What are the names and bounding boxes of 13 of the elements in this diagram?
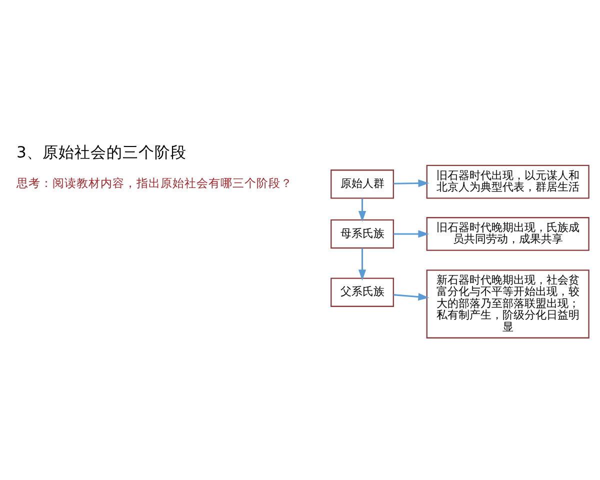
node-box: 新石器时代晚期出现，社会贫富分化与不平等开始出现，较大的部落乃至部落联盟出现；私有制产生，阶级分化日益明显 xyxy=(426,270,590,338)
arrow xyxy=(394,293,430,301)
arrow xyxy=(394,179,430,188)
label: 思考：阅读教材内容，指出原始社会有哪三个阶段？ xyxy=(16,176,292,190)
arrow xyxy=(358,198,366,222)
node-box: 父系氏族 xyxy=(330,278,394,307)
node-box: 原始人群 xyxy=(330,170,394,199)
node-box: 旧石器时代出现，以元谋人和北京人为典型代表，群居生活 xyxy=(426,164,590,199)
node-box: 母系氏族 xyxy=(330,219,394,249)
arrow xyxy=(358,248,366,281)
node-box: 旧石器时代晚期出现，氏族成员共同劳动，成果共享 xyxy=(426,217,590,251)
diagram-title: 3、原始社会的三个阶段 xyxy=(16,144,186,162)
arrow xyxy=(394,230,430,238)
